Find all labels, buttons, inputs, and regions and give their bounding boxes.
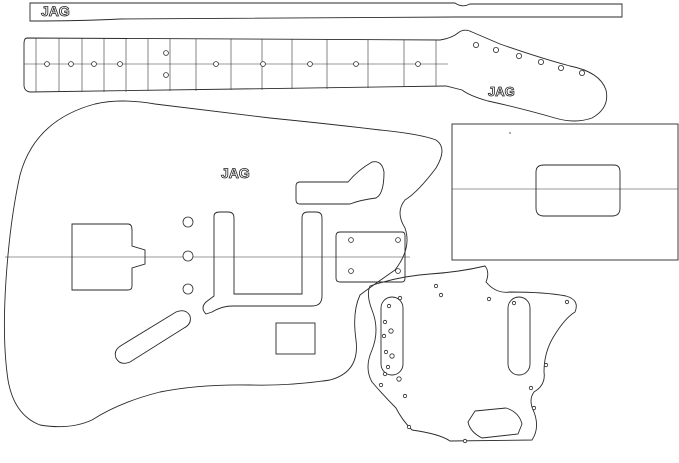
body-template: JAG <box>3 100 443 428</box>
body-label: JAG <box>221 165 250 181</box>
pickup-rout <box>202 211 323 315</box>
pickguard-switch-holes <box>388 328 402 382</box>
control-holes <box>182 216 194 295</box>
bridge-plate <box>335 231 406 283</box>
pickguard-screw-holes <box>378 283 570 444</box>
neck-pickup-slot <box>114 310 191 364</box>
side-profile-template <box>451 123 679 261</box>
headstock-label: JAG <box>488 84 515 99</box>
tuner-holes <box>472 42 586 77</box>
neck-pocket <box>71 223 146 291</box>
lower-control-cavity <box>275 322 316 355</box>
pickguard-bridge-pickup <box>507 296 531 376</box>
pickguard-template <box>367 265 577 444</box>
upper-control-cavity <box>295 161 385 205</box>
pickguard-neck-pickup <box>380 296 404 376</box>
neck-blank-outline: JAG <box>29 2 623 22</box>
neck-template: JAG <box>23 29 608 122</box>
side-cavity <box>535 164 621 217</box>
neck-blank-label: JAG <box>41 3 70 19</box>
fret-markers <box>44 50 421 78</box>
pickguard-control-cutout <box>467 407 523 439</box>
